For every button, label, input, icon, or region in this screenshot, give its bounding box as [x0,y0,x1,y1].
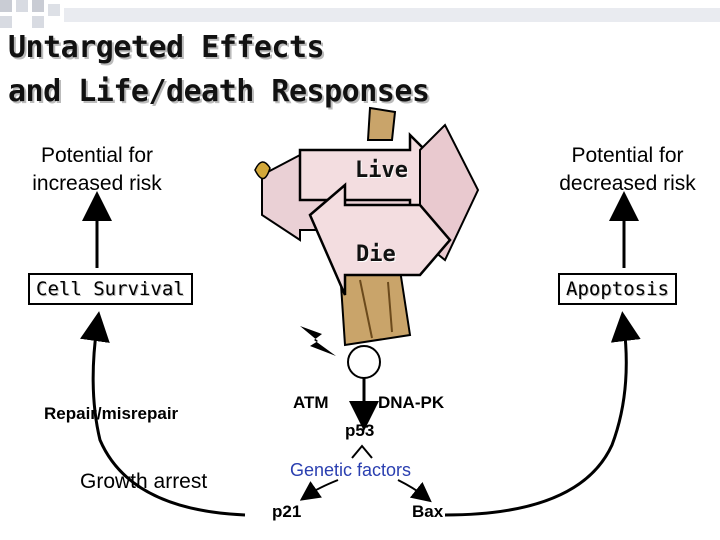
apoptosis-box: Apoptosis [558,273,677,305]
potential-increased-risk-label: Potential for increased risk [32,144,162,195]
title-line-1: Untargeted Effects [8,30,325,65]
dna-pk-label: DNA-PK [378,393,445,412]
lightning-bolt-icon [300,326,336,356]
potential-decreased-risk-label: Potential for decreased risk [559,144,696,195]
crossroads-signpost-icon [254,106,480,347]
cell-circle-icon [347,345,381,379]
decorative-squares [0,0,720,28]
repair-misrepair-label: Repair/misrepair [44,404,179,423]
sign-live-label: Live [355,158,408,183]
cell-survival-box: Cell Survival [28,273,193,305]
atm-label: ATM [293,393,329,412]
genetic-factors-label: Genetic factors [290,460,412,480]
sign-die-label: Die [356,242,396,267]
p53-label: p53 [345,421,375,440]
growth-arrest-label: Growth arrest [80,470,208,493]
p21-label: p21 [272,502,302,521]
title-line-2: and Life/death Responses [8,74,430,109]
bax-label: Bax [412,502,444,521]
